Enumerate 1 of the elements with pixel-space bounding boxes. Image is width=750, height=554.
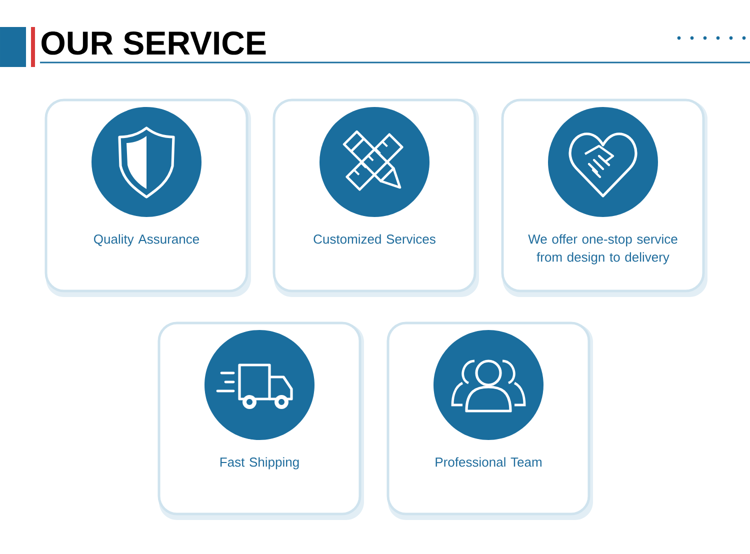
page-title: OUR SERVICE [42, 31, 266, 55]
